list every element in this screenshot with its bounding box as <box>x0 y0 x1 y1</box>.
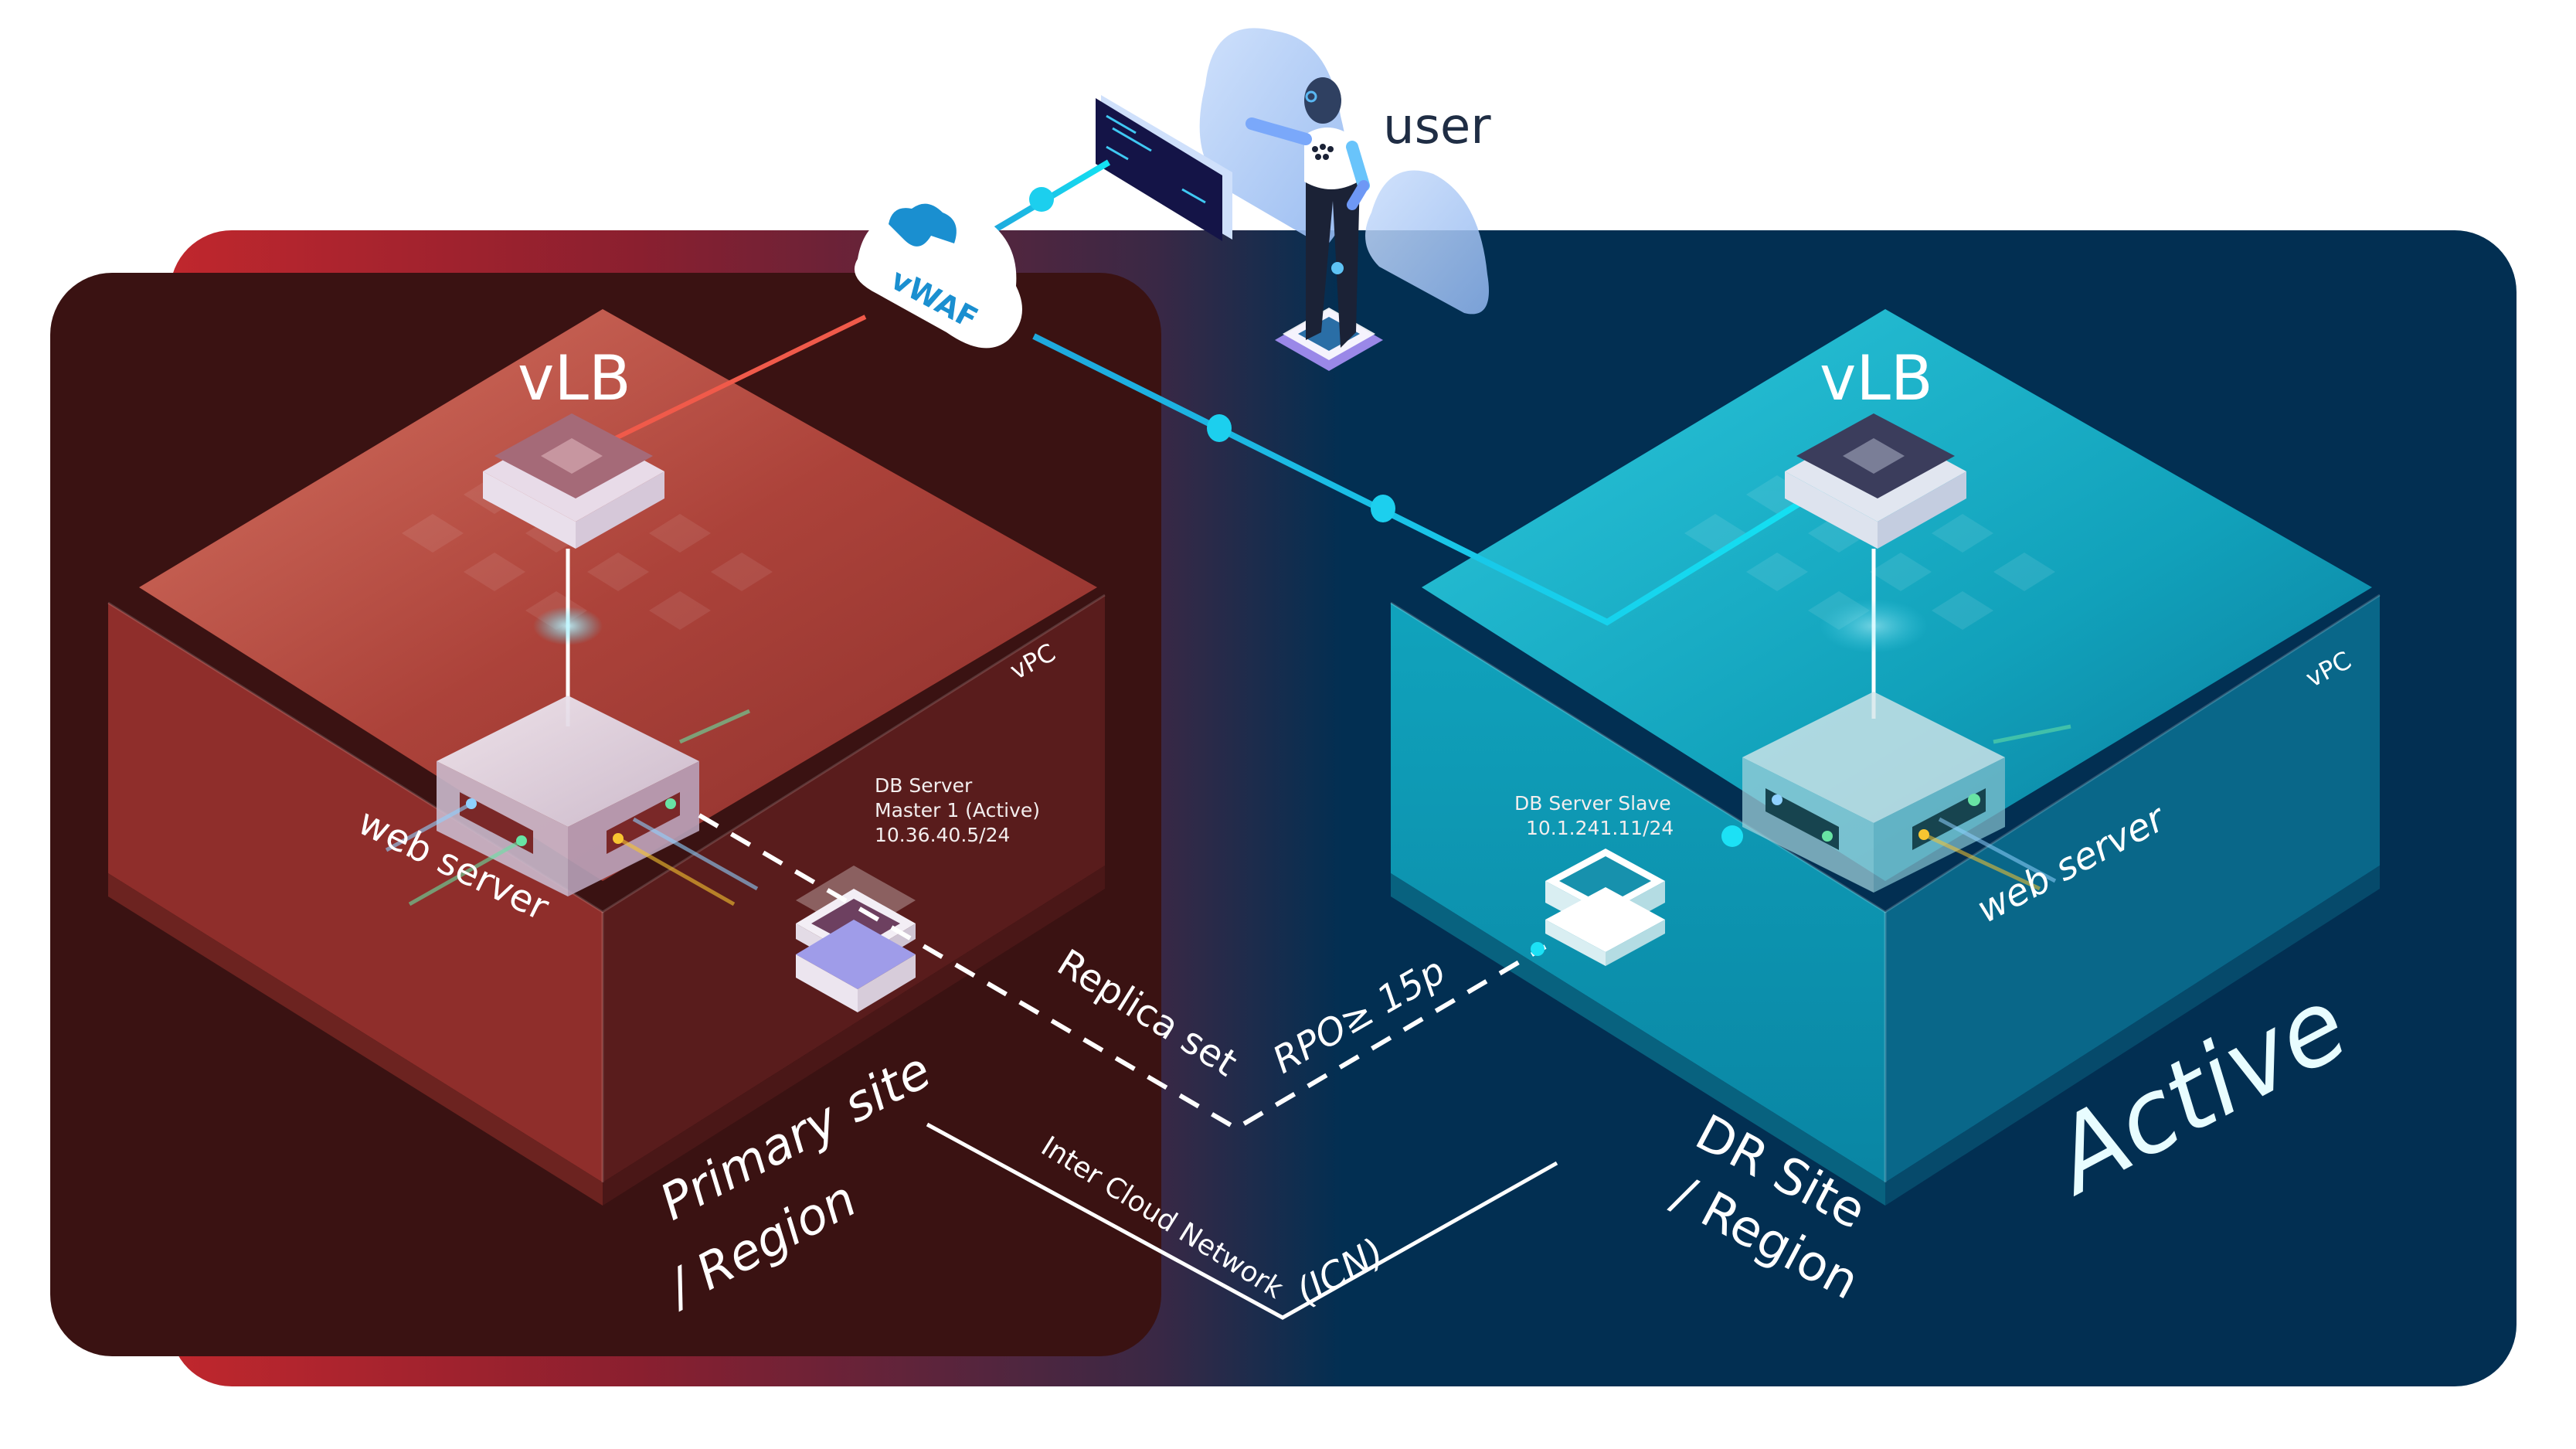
primary-db-label-line2: Master 1 (Active) <box>875 799 1040 821</box>
link-node-icon <box>1531 942 1545 956</box>
primary-web-server <box>385 696 759 906</box>
code-screen-icon <box>1096 95 1232 241</box>
waf-dr-link <box>1032 333 1841 626</box>
primary-db-label-line3: 10.36.40.5/24 <box>875 824 1010 846</box>
vwaf-cloud: vWAF <box>854 201 1022 349</box>
primary-db-server <box>796 866 916 1012</box>
dr-vlb-glow-node <box>1820 599 1928 653</box>
link-node-icon <box>1371 495 1395 522</box>
dr-db-label-line1: DB Server Slave <box>1514 792 1671 815</box>
link-node-icon <box>1029 187 1054 212</box>
dr-db-label-line2: 10.1.241.11/24 <box>1526 817 1674 839</box>
load-balancer-icon <box>1843 438 1905 474</box>
user-figure <box>1096 28 1489 371</box>
primary-vlb <box>483 413 664 549</box>
replica-link <box>698 813 1743 1131</box>
link-node-icon <box>1721 825 1743 847</box>
icn-link <box>926 1122 1558 1320</box>
dr-vlb <box>1785 413 1966 549</box>
dr-db-server <box>1545 849 1665 966</box>
user-waf-link <box>989 159 1111 235</box>
load-balancer-icon <box>541 438 603 474</box>
waf-primary-link <box>593 315 867 451</box>
vlb-glow-node <box>533 607 603 645</box>
primary-db-label-line1: DB Server <box>875 774 973 797</box>
link-node-icon <box>1207 414 1232 442</box>
waf-shield-icon <box>889 203 957 247</box>
primary-vlb-label: vLB <box>518 342 631 414</box>
user-label: user <box>1383 98 1491 155</box>
server-port-lights <box>1772 794 1980 842</box>
dr-vlb-label: vLB <box>1820 342 1933 414</box>
dr-web-server <box>1742 692 2071 893</box>
cloud-icon <box>1365 170 1489 315</box>
